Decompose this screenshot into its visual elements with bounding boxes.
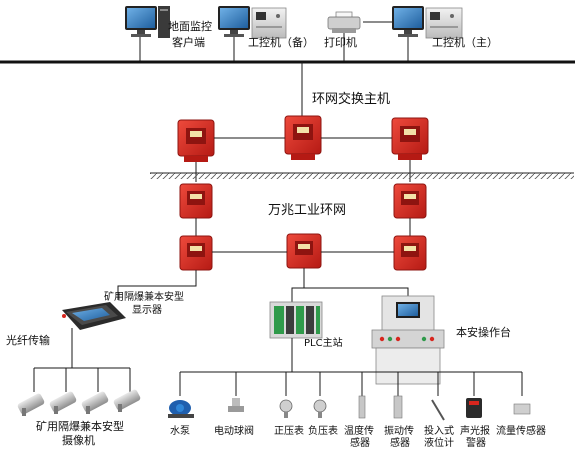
- flow-sensor-label: 流量传感器: [496, 424, 546, 437]
- plc-station-icon: [269, 301, 323, 339]
- camera-icon: [49, 391, 77, 414]
- temperature-sensor-icon: [358, 395, 366, 419]
- negative-pressure-gauge-icon: [313, 399, 327, 418]
- plc-label: PLC主站: [304, 336, 343, 349]
- ring-switch-host-center: [284, 115, 322, 160]
- backup-pc-label: 工控机（备）: [248, 35, 314, 49]
- surface-client-pc-icon: [125, 6, 170, 38]
- gigabit-ring-label: 万兆工业环网: [268, 203, 346, 218]
- vib-sensor-label-1: 振动传: [384, 424, 414, 437]
- mine-display-label-1: 矿用隔爆兼本安型: [104, 290, 184, 303]
- immersion-level-meter-icon: [431, 399, 445, 421]
- camera-drops: [33, 368, 131, 392]
- main-industrial-pc-icon: [392, 6, 463, 39]
- printer-label: 打印机: [324, 35, 357, 49]
- ring-switch-upper-left: [179, 183, 213, 219]
- ring-switch-lower-left: [179, 235, 213, 271]
- temp-sensor-label-2: 感器: [350, 436, 370, 449]
- camera-icon: [113, 389, 141, 412]
- sensor-drops: [179, 372, 523, 396]
- flow-sensor-icon: [513, 403, 531, 415]
- mine-display-label-2: 显示器: [132, 304, 162, 316]
- sound-light-alarm-icon: [466, 398, 482, 418]
- console-icon: [371, 295, 445, 385]
- water-pump-icon: [168, 400, 194, 418]
- pump-label: 水泵: [170, 425, 190, 437]
- backup-industrial-pc-icon: [218, 6, 287, 39]
- link-to-plc: [291, 268, 305, 302]
- ring-switch-host-right: [391, 117, 429, 160]
- cameras-label-1: 矿用隔爆兼本安型: [36, 419, 124, 433]
- ball-valve-label: 电动球阀: [214, 424, 254, 437]
- main-pc-label: 工控机（主）: [432, 35, 498, 49]
- ring-switch-upper-right: [393, 183, 427, 219]
- vibration-sensor-icon: [393, 395, 403, 419]
- camera-icon: [81, 391, 109, 414]
- link-to-display: [117, 270, 197, 300]
- cameras-label-2: 摄像机: [62, 433, 95, 447]
- surface-client-label: 客户端: [172, 35, 205, 49]
- ring-switch-lower-center: [286, 233, 322, 269]
- negative-gauge-label: 负压表: [308, 424, 338, 437]
- alarm-label-1: 声光报: [460, 424, 490, 437]
- fiber-label: 光纤传输: [6, 333, 50, 347]
- ring-switch-lower-right: [393, 235, 427, 271]
- mine-display-icon: [62, 302, 126, 330]
- level-meter-label-2: 液位计: [424, 436, 454, 449]
- ground-surface-line: [150, 172, 574, 179]
- console-label: 本安操作台: [456, 325, 511, 339]
- alarm-label-2: 警器: [466, 436, 486, 449]
- level-meter-label-1: 投入式: [424, 424, 454, 437]
- vib-sensor-label-2: 感器: [390, 436, 410, 449]
- surface-connector-lines: [139, 33, 409, 62]
- positive-gauge-label: 正压表: [274, 424, 304, 437]
- ring-switch-host-left: [177, 119, 215, 162]
- camera-icon: [17, 393, 45, 416]
- positive-pressure-gauge-icon: [279, 399, 293, 418]
- ring-switch-host-label: 环网交换主机: [312, 91, 390, 107]
- temp-sensor-label-1: 温度传: [344, 424, 374, 437]
- printer-icon: [327, 11, 361, 33]
- link-to-console: [304, 287, 409, 298]
- surface-monitor-label: 地面监控: [168, 19, 212, 33]
- electric-ball-valve-icon: [228, 398, 244, 412]
